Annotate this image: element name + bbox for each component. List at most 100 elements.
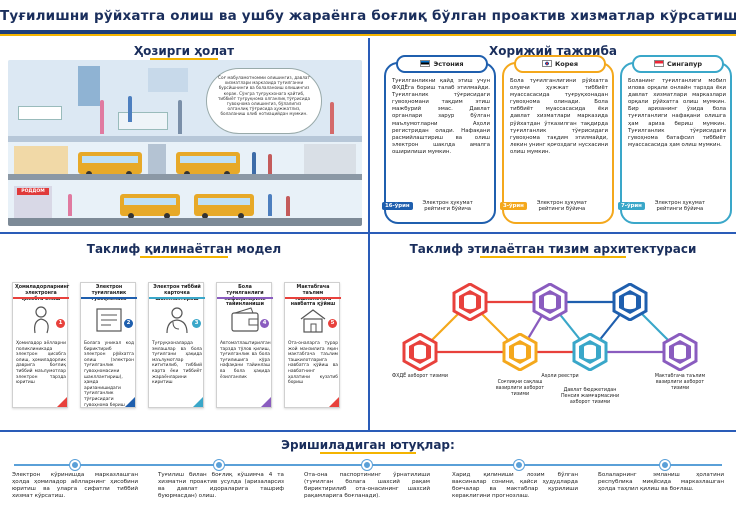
rank-label: Электрон ҳукумат рейтинги бўйича: [654, 200, 705, 212]
country-card-singapore: Сингапур Боланинг туғилганлиги мобил ило…: [618, 55, 732, 224]
country-name: Эстония: [433, 60, 464, 68]
benefit-item-1: Электрон кўринишда марказлашган ҳолда ҳо…: [12, 472, 138, 499]
pregnant-woman-icon: [34, 306, 49, 334]
database-node-orange: [502, 333, 538, 371]
benefits-underline: [320, 452, 416, 454]
card-corner: [125, 397, 135, 407]
model-card-bar: [81, 297, 137, 299]
doctor-icon: [166, 307, 188, 334]
model-card-bar: [149, 297, 205, 299]
model-card-bar: [217, 297, 273, 299]
estonia-flag-icon: [420, 60, 431, 67]
kindergarten-icon: [300, 309, 326, 333]
node-label-pension: Давлат бюджетидан Пенсия жамғармасини ах…: [560, 388, 620, 405]
benefit-item-5: Болаларнинг эмланиш ҳолатини республика …: [598, 472, 724, 492]
step-number: 4: [260, 319, 269, 328]
rank-badge: 3-ўрин: [500, 202, 527, 210]
step-number: 3: [192, 319, 201, 328]
building-2: [148, 144, 166, 176]
page-title: Туғилишни рўйхатга олиш ва ушбу жараёнга…: [0, 8, 736, 24]
database-node-red-2: [402, 333, 438, 371]
road-upper: [8, 174, 362, 180]
vertical-divider: [368, 38, 370, 430]
korea-flag-icon: [541, 60, 552, 67]
bus-2: [176, 152, 240, 177]
woman-figure: [330, 102, 334, 134]
proposed-model-title: Таклиф қилинаётган модел: [86, 242, 282, 256]
timeline-dot: [362, 460, 372, 470]
country-text: Туғилганликни қайд этиш учун ФХДЁга бори…: [392, 78, 490, 155]
hospital-bed: [18, 106, 62, 120]
model-card-title: Электрон тиббий карточка шакллантириш: [153, 285, 201, 302]
country-rank: 7-ўрин Электрон ҳукумат рейтинги бўйича: [618, 200, 711, 212]
country-header-korea: Корея: [514, 55, 606, 73]
model-card-title: Бола туғилганлиги нафақаларини тайинлани…: [224, 285, 266, 308]
rank-badge: 7-ўрин: [618, 202, 645, 210]
benefits-title: Эришиладиган ютуқлар:: [281, 438, 455, 452]
road-lower: [8, 218, 362, 226]
timeline-dot: [214, 460, 224, 470]
model-card-text: Болага уникал код бириктириб электрон рў…: [84, 341, 134, 408]
model-card-bar: [13, 297, 69, 299]
model-card-4: Бола туғилганлиги нафақаларини тайинлани…: [216, 282, 273, 408]
nurse-figure: [128, 96, 132, 122]
proposed-model-underline: [140, 256, 228, 258]
model-card-text: Ҳомиладор аёлларни поликлиникада электро…: [16, 341, 66, 386]
header-accent-stripe: [0, 34, 736, 36]
card-corner: [193, 397, 203, 407]
architecture-title: Таклиф этилаётган тизим архитектураси: [409, 242, 697, 256]
hospital-building: РОДДОМ: [14, 186, 52, 220]
model-card-text: Ота-оналарга турар жой манзилига яқин ма…: [288, 341, 338, 386]
current-state-underline: [150, 58, 218, 60]
model-card-5: Мактабгача таълим ташкилотига навбатга қ…: [284, 282, 341, 408]
speech-bubble: Соғ мабуламотномми олишингиз, давлат хиз…: [206, 68, 322, 134]
architecture-underline: [480, 256, 626, 258]
man-figure: [178, 100, 182, 134]
window: [148, 68, 188, 92]
model-card-3: Электрон тиббий карточка шакллантириш 3 …: [148, 282, 205, 408]
hospital-sign: РОДДОМ: [17, 188, 49, 195]
reception-desk: [118, 112, 168, 130]
model-card-text: Автоматлаштирилган тарзда тўлов қилиш, т…: [220, 341, 271, 380]
card-corner: [57, 397, 67, 407]
singapore-flag-icon: [654, 60, 664, 67]
country-text: Бола туғилганлигини рўйхатга олувчи ҳужж…: [510, 78, 608, 155]
step-number: 1: [56, 319, 65, 328]
horizontal-divider-bottom: [0, 430, 736, 432]
database-node-purple-2: [662, 333, 698, 371]
benefit-item-3: Ота-она паспортининг ўрнатилиши (туғилга…: [304, 472, 430, 499]
node-label-population: Аҳоли реестри: [541, 374, 579, 379]
walking-person-3: [68, 194, 72, 216]
building-3: [304, 144, 356, 176]
model-card-title: Электрон туғилганлик гувоҳномаси: [91, 285, 127, 302]
benefit-item-4: Харид қилиниши лозим бўлган ваксиналар с…: [452, 472, 578, 499]
walking-person-1: [252, 152, 256, 174]
country-card-estonia: Эстония Туғилганликни қайд этиш учун ФХД…: [382, 55, 496, 224]
timeline-dot: [660, 460, 670, 470]
floor-line: [8, 136, 362, 142]
header: Туғилишни рўйхатга олиш ва ушбу жараёнга…: [0, 0, 736, 36]
step-number: 2: [124, 319, 133, 328]
rank-label: Электрон ҳукумат рейтинги бўйича: [422, 200, 473, 212]
card-corner: [261, 397, 271, 407]
pregnant-woman-figure: [100, 100, 104, 134]
walking-person-4: [268, 194, 272, 216]
node-label-fhdyo: ФХДЁ ахборот тизими: [391, 374, 448, 379]
node-label-preschool: Мактабгача таълим вазирлиги ахборот тизи…: [654, 374, 706, 391]
database-node-purple: [532, 283, 568, 321]
walking-person-5: [286, 196, 290, 216]
current-state-title: Ҳозирги ҳолат: [133, 44, 235, 58]
model-card-2: Электрон туғилганлик гувоҳномаси 2 Болаг…: [80, 282, 137, 408]
card-corner: [329, 397, 339, 407]
horizontal-divider: [0, 232, 736, 234]
timeline-dot: [70, 460, 80, 470]
timeline-dot: [514, 460, 524, 470]
model-card-title: Мактабгача таълим ташкилотига навбатга қ…: [290, 285, 336, 308]
country-header-estonia: Эстония: [396, 55, 488, 73]
wallet-icon: [231, 307, 259, 332]
country-name: Корея: [554, 60, 578, 68]
country-header-singapore: Сингапур: [632, 55, 724, 73]
node-label-health: Соғлиқни сақлаш вазирлиги ахборот тизими: [495, 380, 545, 397]
